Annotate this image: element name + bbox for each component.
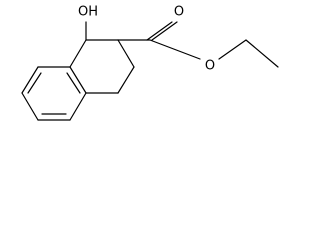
benzene-bond-c7-c6 — [21, 92, 39, 121]
cyclohexane-ring — [69, 39, 135, 94]
benzene-bond-c5-c4a — [69, 92, 87, 121]
ester-oxygen-label: O — [205, 59, 215, 74]
benzene-double-bond-inner-3 — [66, 72, 81, 94]
hydroxyl-group: OH — [78, 5, 98, 41]
bond-ester-oxygen-ch2 — [218, 39, 247, 60]
carbonyl-double-bond-a — [146, 21, 173, 41]
benzene-bond-c4a-c8a — [69, 66, 87, 94]
bond-ch2-ch3 — [245, 39, 279, 68]
ring-bond-c2-c3 — [117, 39, 135, 68]
benzene-bond-c8-c7 — [21, 66, 39, 94]
ring-bond-c8a-c1 — [69, 39, 87, 68]
carbonyl-double-bond-b — [151, 21, 178, 41]
ring-bond-c3-c4 — [117, 66, 135, 94]
benzene-double-bond-inner-1 — [27, 72, 42, 94]
carbonyl-oxygen-label: O — [174, 5, 184, 20]
chemical-structure-diagram: OH O O — [21, 5, 279, 121]
ester-group: O O — [117, 5, 279, 74]
hydroxyl-label: OH — [78, 5, 98, 20]
benzene-ring — [21, 66, 87, 121]
bond-carbonyl-carbon-ester-oxygen — [149, 39, 201, 60]
